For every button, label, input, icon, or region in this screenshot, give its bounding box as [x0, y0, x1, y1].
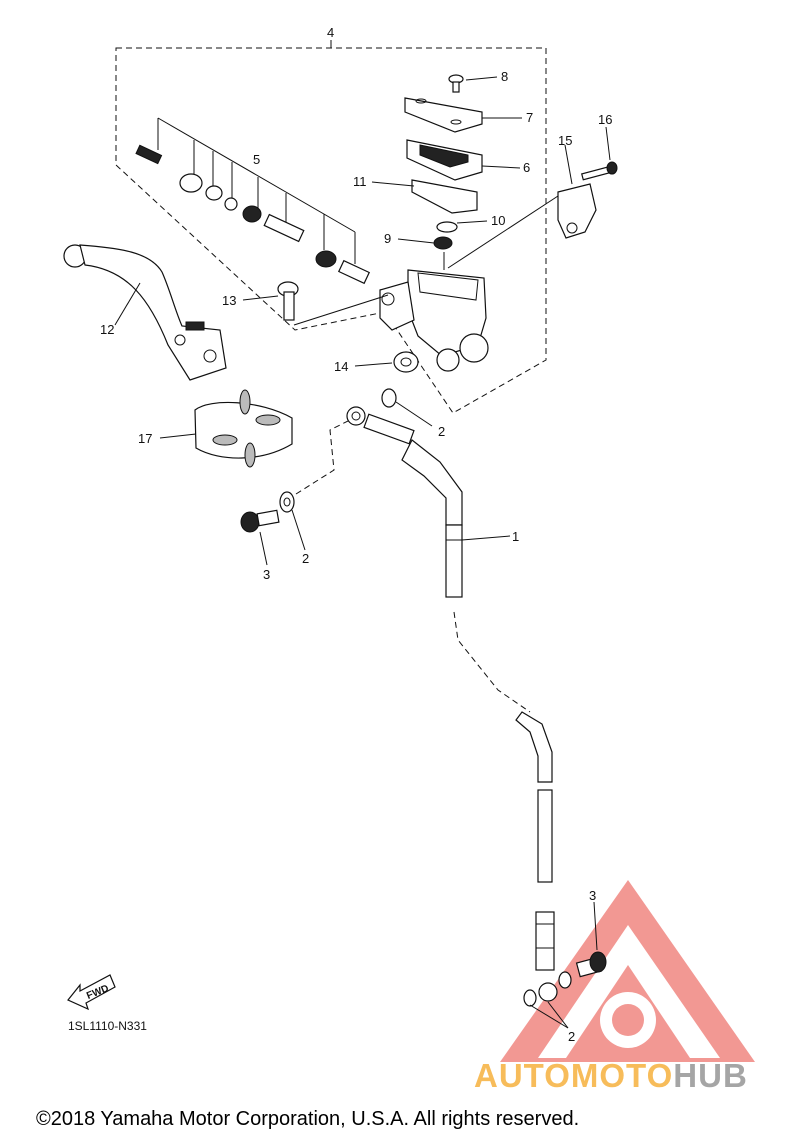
fwd-arrow-icon: FWD: [67, 974, 116, 1011]
callout-6: 6: [523, 160, 530, 175]
bolt-16: [580, 126, 618, 181]
callout-8: 8: [501, 69, 508, 84]
watermark-text-part2: HUB: [673, 1057, 748, 1094]
brake-hose-1: [346, 406, 555, 971]
callout-3-a: 3: [263, 567, 270, 582]
callout-10: 10: [491, 213, 505, 228]
lever-12: [63, 244, 227, 381]
screw-8: [448, 74, 498, 93]
callout-2-a: 2: [438, 424, 445, 439]
washer-2-middle: [279, 419, 351, 551]
callout-4: 4: [327, 25, 334, 40]
clip-10: [436, 220, 488, 233]
callout-2-b: 2: [302, 551, 309, 566]
svg-text:AUTOMOTOHUB: AUTOMOTOHUB: [474, 1057, 748, 1094]
drawing-code: 1SL1110-N331: [68, 1019, 147, 1033]
callout-labels: 1 2 2 2 3 3 4 5 6 7 8 9 10 11 12 13 14 1…: [100, 25, 612, 1044]
callout-1: 1: [512, 529, 519, 544]
diaphragm-11: [371, 179, 478, 214]
assembly-4-outline: [115, 40, 547, 414]
watermark-text: AUTOMOTOHUB: [474, 1057, 748, 1094]
callout-13: 13: [222, 293, 236, 308]
pivot-bolt-13: [242, 281, 389, 326]
holder-15: [447, 144, 597, 269]
callout-15: 15: [558, 133, 572, 148]
washer-2-upper: [381, 388, 433, 427]
callout-3-b: 3: [589, 888, 596, 903]
callout-16: 16: [598, 112, 612, 127]
callout-9: 9: [384, 231, 391, 246]
reservoir-cap-7: [404, 97, 522, 133]
callout-17: 17: [138, 431, 152, 446]
callout-7: 7: [526, 110, 533, 125]
cap-9: [397, 236, 453, 250]
callout-11: 11: [353, 174, 367, 189]
master-cylinder-body: [379, 252, 489, 372]
watermark-text-part1: AUTOMOTO: [474, 1057, 673, 1094]
callout-5: 5: [253, 152, 260, 167]
washer-2-lower: [523, 971, 572, 1029]
diaphragm-plate-6: [406, 139, 521, 181]
copyright-text: ©2018 Yamaha Motor Corporation, U.S.A. A…: [36, 1108, 579, 1130]
clamp-17: [159, 389, 293, 468]
piston-kit-5: [135, 117, 371, 285]
banjo-bolt-3-lower: [575, 901, 607, 978]
callout-2-c: 2: [568, 1029, 575, 1044]
watermark-logo: [500, 880, 755, 1062]
banjo-bolt-3-upper: [240, 509, 280, 566]
callout-14: 14: [334, 359, 348, 374]
callout-12: 12: [100, 322, 114, 337]
collar-14: [354, 351, 419, 373]
